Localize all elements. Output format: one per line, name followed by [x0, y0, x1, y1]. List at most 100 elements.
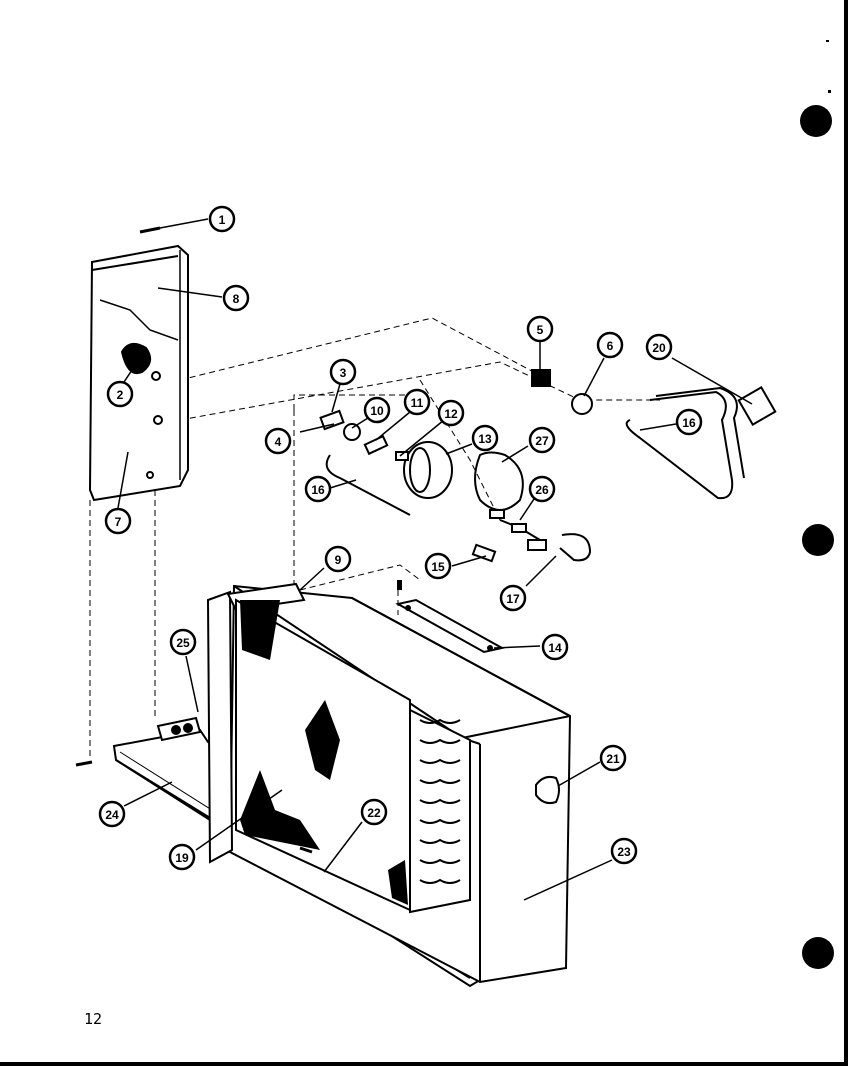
filter-drier-13	[403, 441, 453, 499]
callout-label: 15	[431, 560, 445, 574]
speck-mark	[826, 40, 829, 42]
callout-8: 8	[222, 284, 250, 312]
callout-circle	[675, 408, 703, 436]
callout-16: 16	[675, 408, 703, 436]
callout-circle	[610, 837, 638, 865]
callout-label: 11	[411, 396, 424, 410]
callout-circle	[169, 628, 197, 656]
fittings	[319, 369, 777, 563]
callout-label: 14	[548, 641, 562, 655]
binder-hole-middle	[802, 524, 834, 556]
callout-label: 23	[617, 845, 631, 859]
leader-lines	[117, 218, 753, 901]
callout-label: 9	[335, 553, 342, 567]
screw-1	[139, 226, 161, 234]
callout-24: 24	[98, 800, 126, 828]
callout-label: 7	[115, 515, 122, 529]
callout-label: 20	[652, 341, 666, 355]
callout-label: 4	[275, 435, 282, 449]
callout-circle	[499, 584, 527, 612]
callout-circle	[596, 331, 624, 359]
callout-circle	[304, 475, 332, 503]
callout-27: 27	[528, 426, 556, 454]
bracket-25	[156, 716, 202, 742]
callout-14: 14	[541, 633, 569, 661]
callout-11: 11	[403, 388, 431, 416]
callout-22: 22	[360, 798, 388, 826]
callout-2: 2	[106, 380, 134, 408]
callout-5: 5	[526, 315, 554, 343]
callout-label: 10	[370, 404, 384, 418]
binder-hole-bottom	[802, 937, 834, 969]
callout-circle	[329, 358, 357, 386]
callout-19: 19	[168, 843, 196, 871]
callout-circle	[424, 552, 452, 580]
callout-circle	[104, 507, 132, 535]
callout-23: 23	[610, 837, 638, 865]
callout-1: 1	[208, 205, 236, 233]
callout-label: 6	[607, 339, 614, 353]
callout-circle	[528, 426, 556, 454]
callout-label: 1	[219, 213, 226, 227]
callout-20: 20	[645, 333, 673, 361]
callout-circle	[264, 427, 292, 455]
callout-label: 16	[682, 416, 696, 430]
callout-label: 24	[105, 808, 119, 822]
callout-label: 16	[311, 483, 325, 497]
callout-circle	[168, 843, 196, 871]
alignment-lines	[89, 317, 660, 760]
callout-label: 3	[340, 366, 347, 380]
callout-7: 7	[104, 507, 132, 535]
callout-circle	[208, 205, 236, 233]
callout-label: 25	[176, 636, 190, 650]
callout-16: 16	[304, 475, 332, 503]
side-panel	[88, 244, 189, 502]
callout-12: 12	[437, 399, 465, 427]
page-number: 12	[84, 1010, 103, 1028]
callout-13: 13	[471, 424, 499, 452]
callout-label: 8	[233, 292, 240, 306]
callout-circle	[324, 545, 352, 573]
callout-label: 26	[535, 483, 549, 497]
callout-circle	[645, 333, 673, 361]
speck-mark	[828, 90, 831, 93]
callout-21: 21	[599, 744, 627, 772]
callout-circle	[403, 388, 431, 416]
callout-circle	[526, 315, 554, 343]
callout-circle	[363, 396, 391, 424]
callout-circle	[98, 800, 126, 828]
tubing-assembly	[325, 386, 745, 562]
callout-circle	[471, 424, 499, 452]
callout-circle	[541, 633, 569, 661]
callout-label: 13	[478, 432, 492, 446]
callout-circle	[599, 744, 627, 772]
callout-label: 17	[506, 592, 520, 606]
callout-label: 5	[537, 323, 544, 337]
screw-14	[397, 580, 402, 590]
callout-circle	[437, 399, 465, 427]
callout-17: 17	[499, 584, 527, 612]
callout-26: 26	[528, 475, 556, 503]
callout-circle	[528, 475, 556, 503]
callout-circle	[360, 798, 388, 826]
callout-15: 15	[424, 552, 452, 580]
callout-9: 9	[324, 545, 352, 573]
callout-label: 21	[606, 752, 620, 766]
callout-label: 22	[367, 806, 381, 820]
callout-25: 25	[169, 628, 197, 656]
callout-3: 3	[329, 358, 357, 386]
callout-label: 27	[535, 434, 549, 448]
callout-6: 6	[596, 331, 624, 359]
binder-hole-top	[800, 105, 832, 137]
callout-10: 10	[363, 396, 391, 424]
coil-and-filter	[235, 598, 471, 914]
callout-circle	[106, 380, 134, 408]
callout-circle	[222, 284, 250, 312]
callout-label: 2	[117, 388, 124, 402]
callout-label: 12	[444, 407, 458, 421]
screw-24	[75, 760, 93, 767]
callout-4: 4	[264, 427, 292, 455]
